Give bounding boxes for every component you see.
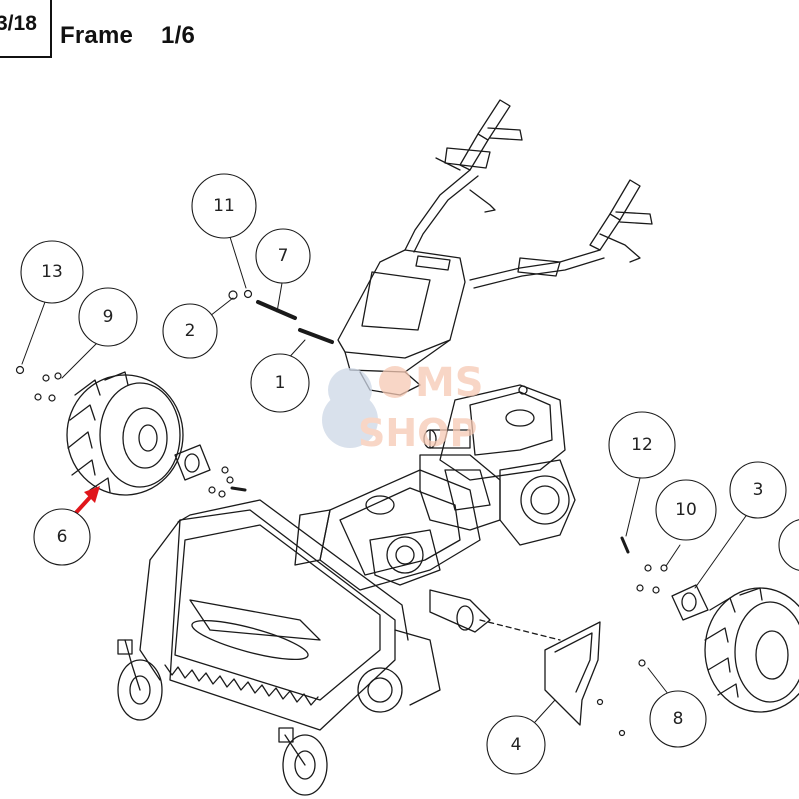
page-code: 3/18 — [0, 12, 37, 35]
watermark-line1: MS — [415, 360, 484, 406]
callout-12-label: 12 — [631, 435, 653, 455]
page-title: Frame 1/6 — [60, 22, 195, 50]
sheet-number: 1/6 — [161, 22, 196, 49]
callout-3-label: 3 — [753, 480, 764, 500]
tiller-housing — [139, 499, 441, 731]
small-hardware — [15, 289, 668, 737]
callout-2: 2 — [162, 303, 218, 359]
callout-7-label: 7 — [278, 246, 289, 266]
title-text: Frame — [60, 22, 134, 49]
callout-4-label: 4 — [511, 735, 522, 755]
callout-6: 6 — [33, 508, 91, 566]
axle-pin-7 — [256, 300, 297, 320]
callout-7: 7 — [255, 228, 311, 284]
pin-12 — [620, 536, 630, 554]
callout-8: 8 — [649, 690, 707, 748]
left-wheel — [66, 371, 184, 496]
handlebar-assembly — [337, 99, 653, 396]
engine-block — [419, 384, 576, 546]
watermark-line2: SHOP — [358, 411, 477, 455]
left-hub-flange — [174, 444, 211, 481]
callout-2-label: 2 — [185, 321, 196, 341]
side-shield — [544, 621, 601, 726]
callout-1-label: 1 — [275, 373, 286, 393]
caster-wheel-right — [278, 727, 328, 796]
callout-9: 9 — [78, 287, 138, 347]
callout-3: 3 — [729, 461, 787, 519]
callout-13: 13 — [20, 240, 84, 304]
callout-12: 12 — [608, 411, 676, 479]
leader-lines — [21, 236, 749, 723]
axle-pin-1 — [298, 328, 334, 344]
callout-11-label: 11 — [213, 196, 235, 216]
gearbox-chassis — [294, 469, 561, 641]
page-code-box — [0, 0, 52, 58]
callout-10-label: 10 — [675, 500, 697, 520]
callout-4: 4 — [486, 715, 546, 775]
callout-9-label: 9 — [103, 307, 114, 327]
callout-11: 11 — [191, 173, 257, 239]
callout-1: 1 — [250, 353, 310, 413]
watermark-logo: MS SHOP — [322, 360, 484, 455]
callout-10: 10 — [655, 479, 717, 541]
right-hub-flange — [671, 584, 709, 621]
right-wheel — [704, 587, 799, 713]
callout-partial-right — [778, 519, 799, 571]
callout-13-label: 13 — [41, 262, 63, 282]
caster-wheel-left — [117, 639, 163, 721]
callout-8-label: 8 — [673, 709, 684, 729]
callout-6-label: 6 — [57, 527, 68, 547]
